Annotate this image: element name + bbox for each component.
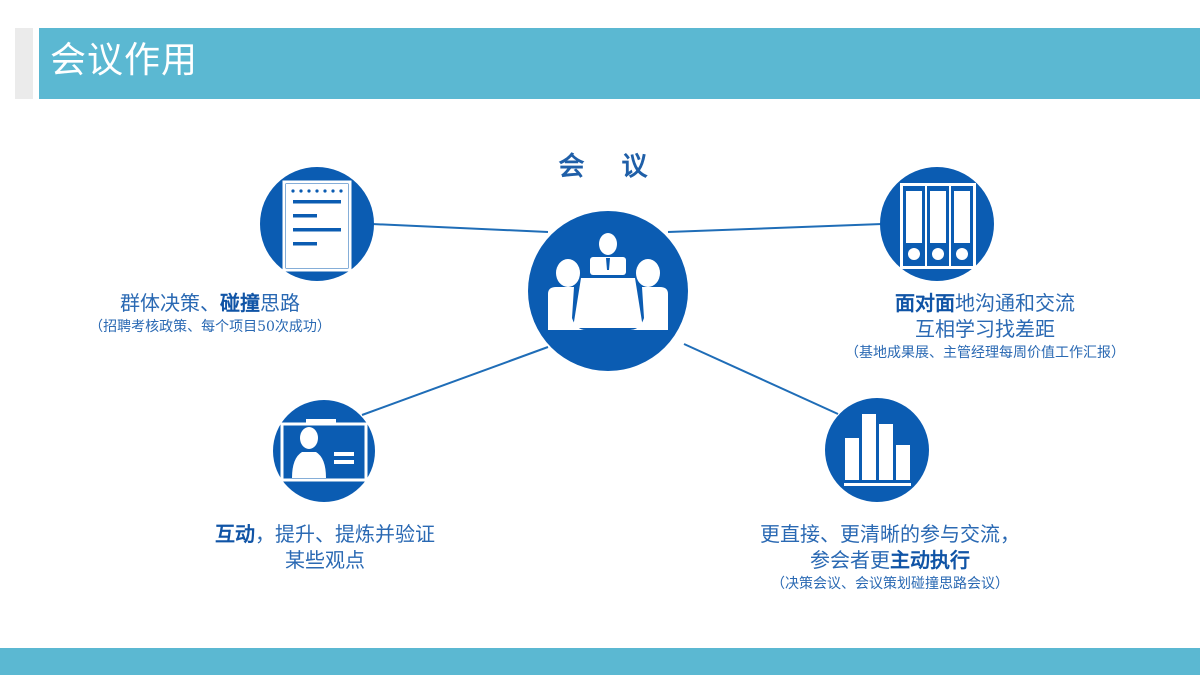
text-segment: 参会者更: [810, 548, 890, 572]
footer-bar: [0, 648, 1200, 675]
page-title: 会议作用: [50, 40, 199, 81]
text-segment: 某些观点: [285, 548, 365, 572]
emphasis-text: 碰撞: [220, 291, 260, 315]
header-bar: [39, 28, 1200, 99]
text-segment: 群体决策、: [120, 291, 220, 315]
node-top-right-line-1: 面对面地沟通和交流: [800, 290, 1170, 316]
text-segment: 地沟通和交流: [955, 291, 1075, 315]
node-bottom-left-line-2: 某些观点: [170, 547, 480, 573]
node-bottom-right-text: 更直接、更清晰的参与交流， 参会者更主动执行 （决策会议、会议策划碰撞思路会议）: [720, 521, 1060, 595]
connector-bottom-right: [683, 343, 839, 415]
node-top-right-text: 面对面地沟通和交流 互相学习找差距 （基地成果展、主管经理每周价值工作汇报）: [800, 290, 1170, 364]
emphasis-text: 面对面: [895, 291, 955, 315]
node-top-right-note: （基地成果展、主管经理每周价值工作汇报）: [845, 345, 1125, 361]
binders-icon: [880, 167, 994, 281]
emphasis-text: 互动: [215, 522, 255, 546]
node-top-right-line-2: 互相学习找差距: [800, 316, 1170, 342]
notepad-icon: [260, 167, 374, 281]
node-top-left-text: 群体决策、碰撞思路 （招聘考核政策、每个项目50次成功）: [40, 290, 380, 338]
node-bottom-right-line-1: 更直接、更清晰的参与交流，: [720, 521, 1060, 547]
connector-bottom-left: [361, 346, 549, 416]
center-node-title: 会 议: [558, 152, 662, 182]
meeting-table-icon: [528, 211, 688, 371]
node-top-left-note: （招聘考核政策、每个项目50次成功）: [89, 319, 331, 335]
emphasis-text: 主动执行: [890, 548, 970, 572]
text-segment: 思路: [260, 291, 300, 315]
node-top-left-line-1: 群体决策、碰撞思路: [40, 290, 380, 316]
bar-chart-icon: [825, 398, 929, 502]
id-card-icon: [273, 400, 375, 502]
node-bottom-right-note: （决策会议、会议策划碰撞思路会议）: [771, 576, 1009, 592]
node-bottom-left-line-1: 互动，提升、提炼并验证: [170, 521, 480, 547]
header-accent-bar: [15, 28, 33, 99]
text-segment: 更直接、更清晰的参与交流，: [760, 522, 1020, 546]
connector-top-right: [667, 223, 883, 233]
text-segment: ，提升、提炼并验证: [255, 522, 435, 546]
node-bottom-right-line-2: 参会者更主动执行: [720, 547, 1060, 573]
node-bottom-left-text: 互动，提升、提炼并验证 某些观点: [170, 521, 480, 573]
connector-lines: [361, 223, 883, 416]
text-segment: 互相学习找差距: [915, 317, 1055, 341]
connector-top-left: [371, 223, 549, 233]
